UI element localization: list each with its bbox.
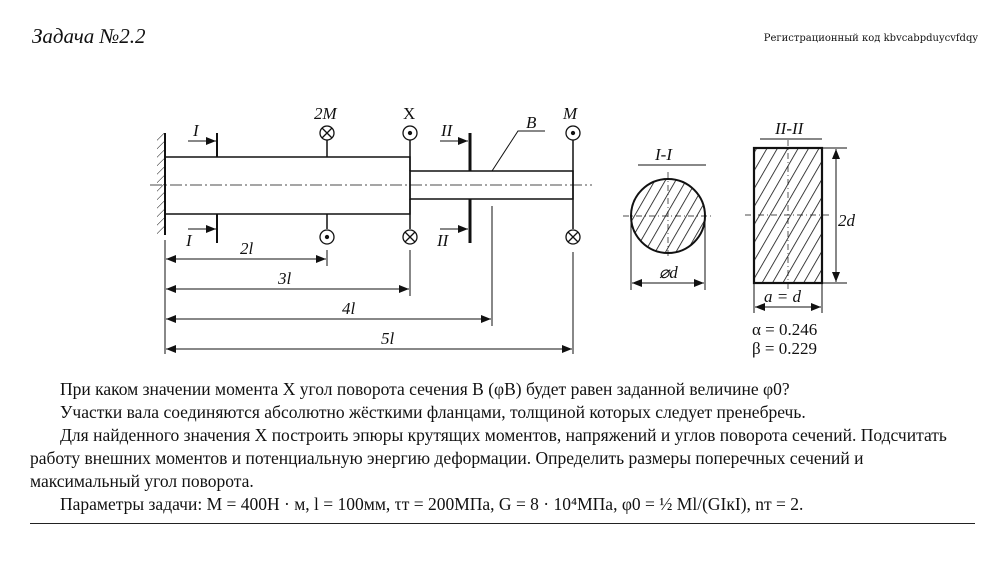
b-leader [491,130,545,172]
diameter-label: ⌀d [659,263,678,282]
bottom-rule [30,523,975,524]
moment-2M-label: 2M [314,104,338,123]
dim-2l-label: 2l [240,239,254,258]
paragraph-tasks: Для найденного значения X построить эпюр… [30,425,947,491]
moment-M-out-icon [565,125,581,141]
registration-code: Регистрационный код kbvcabpduycvfdqy [763,33,978,44]
moment-M-into-icon [565,229,581,245]
moment-2M-out-icon [319,229,335,245]
paragraph-flanges: Участки вала соединяются абсолютно жёстк… [60,402,806,422]
large-shaft [164,156,411,215]
dim-3l-label: 3l [277,269,292,288]
section-2-label-bottom: II [436,231,450,250]
dim-4l-label: 4l [342,299,356,318]
paragraph-question: При каком значении момента X угол поворо… [60,379,790,399]
point-B-label: B [526,113,537,132]
section-1-view: I-I ⌀d [623,145,713,290]
height-label: 2d [838,211,856,230]
moment-2M-into-icon [319,125,335,141]
task-title: Задача №2.2 [32,24,146,48]
section-2-title: II-II [774,119,805,138]
fixed-wall-hatch [157,133,165,235]
paragraph-parameters: Параметры задачи: M = 400Н · м, l = 100м… [60,494,804,514]
moment-X-into-icon [402,229,418,245]
section-1-label-top: I [192,121,200,140]
alpha-value: α = 0.246 [752,320,817,339]
beta-value: β = 0.229 [752,339,817,358]
section-1-title: I-I [654,145,673,164]
width-label: a = d [764,287,801,306]
section-2-view: II-II 2d a = d α = 0.246 β = 0.229 [745,119,856,358]
dim-5l-label: 5l [381,329,395,348]
moment-X-label: X [403,104,415,123]
section-1-label-bottom: I [185,231,193,250]
section-2-label-top: II [440,121,454,140]
moment-M-label: M [562,104,578,123]
problem-text: При каком значении момента X угол поворо… [30,378,975,516]
moment-X-out-icon [402,125,418,141]
